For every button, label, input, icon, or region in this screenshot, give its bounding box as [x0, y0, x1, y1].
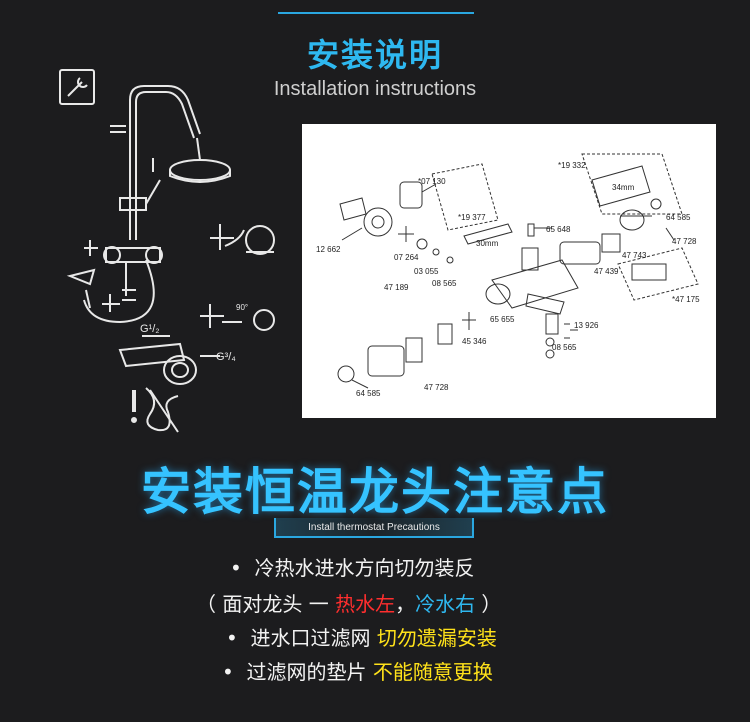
- part-07264: 07 264: [394, 253, 419, 262]
- note-2-cold: 冷水右: [415, 592, 476, 616]
- parts-drawing: *07 130 *19 377 30mm 65 648 *19 332 34mm…: [316, 153, 700, 398]
- part-47743: 47 743: [622, 251, 647, 260]
- note-2-suffix: ）: [475, 592, 502, 616]
- note-2-prefix: （ 面对龙头 一: [196, 592, 336, 616]
- part-08565-lower: 08 565: [552, 343, 577, 352]
- precautions-title: 安装恒温龙头注意点: [141, 463, 609, 521]
- part-47439: 47 439: [594, 267, 619, 276]
- part-03055: 03 055: [414, 267, 439, 276]
- note-3-text: 进水口过滤网: [250, 626, 377, 650]
- shower-installation-illustration: G¹/₂ G³/₄ 90°: [59, 69, 275, 433]
- angle-label: 90°: [236, 303, 248, 312]
- note-1: • 冷热水进水方向切勿装反: [230, 552, 475, 581]
- part-64585-lower: 64 585: [356, 389, 381, 398]
- note-2-sep: ，: [395, 592, 416, 616]
- page-title: 安装说明: [306, 36, 443, 74]
- part-13926: 13 926: [574, 321, 599, 330]
- part-47175: *47 175: [672, 295, 700, 304]
- part-64585-upper: 64 585: [666, 213, 691, 222]
- part-47728-upper: 47 728: [672, 237, 697, 246]
- part-12662: 12 662: [316, 245, 341, 254]
- note-4-highlight: 不能随意更换: [372, 660, 493, 684]
- part-45346: 45 346: [462, 337, 487, 346]
- g-three-quarter-label: G³/₄: [216, 351, 236, 363]
- part-07130: *07 130: [418, 177, 446, 186]
- note-3: • 进水口过滤网 切勿遗漏安装: [226, 622, 497, 651]
- part-65648: 65 648: [546, 225, 571, 234]
- part-65655: 65 655: [490, 315, 515, 324]
- g-half-label: G¹/₂: [140, 323, 160, 335]
- bullet: •: [226, 626, 238, 650]
- note-1-text: 冷热水进水方向切勿装反: [254, 556, 475, 580]
- precautions-subtitle-box: Install thermostat Precautions: [274, 518, 474, 538]
- part-47189: 47 189: [384, 283, 409, 292]
- part-19332: *19 332: [558, 161, 586, 170]
- note-4-text: 过滤网的垫片: [246, 660, 373, 684]
- bullet: •: [222, 660, 234, 684]
- part-47728-lower: 47 728: [424, 383, 449, 392]
- top-accent-line: [278, 12, 474, 14]
- note-3-highlight: 切勿遗漏安装: [376, 626, 497, 650]
- dim-30mm: 30mm: [476, 239, 499, 248]
- note-2: （ 面对龙头 一 热水左，冷水右 ）: [196, 588, 501, 617]
- precautions-subtitle: Install thermostat Precautions: [308, 521, 440, 533]
- note-4: • 过滤网的垫片 不能随意更换: [222, 656, 493, 685]
- exploded-parts-diagram: *07 130 *19 377 30mm 65 648 *19 332 34mm…: [302, 124, 716, 418]
- dim-34mm: 34mm: [612, 183, 635, 192]
- page-subtitle: Installation instructions: [273, 78, 477, 100]
- part-08565-upper: 08 565: [432, 279, 457, 288]
- note-2-hot: 热水左: [335, 592, 396, 616]
- bullet: •: [230, 556, 242, 580]
- part-19377: *19 377: [458, 213, 486, 222]
